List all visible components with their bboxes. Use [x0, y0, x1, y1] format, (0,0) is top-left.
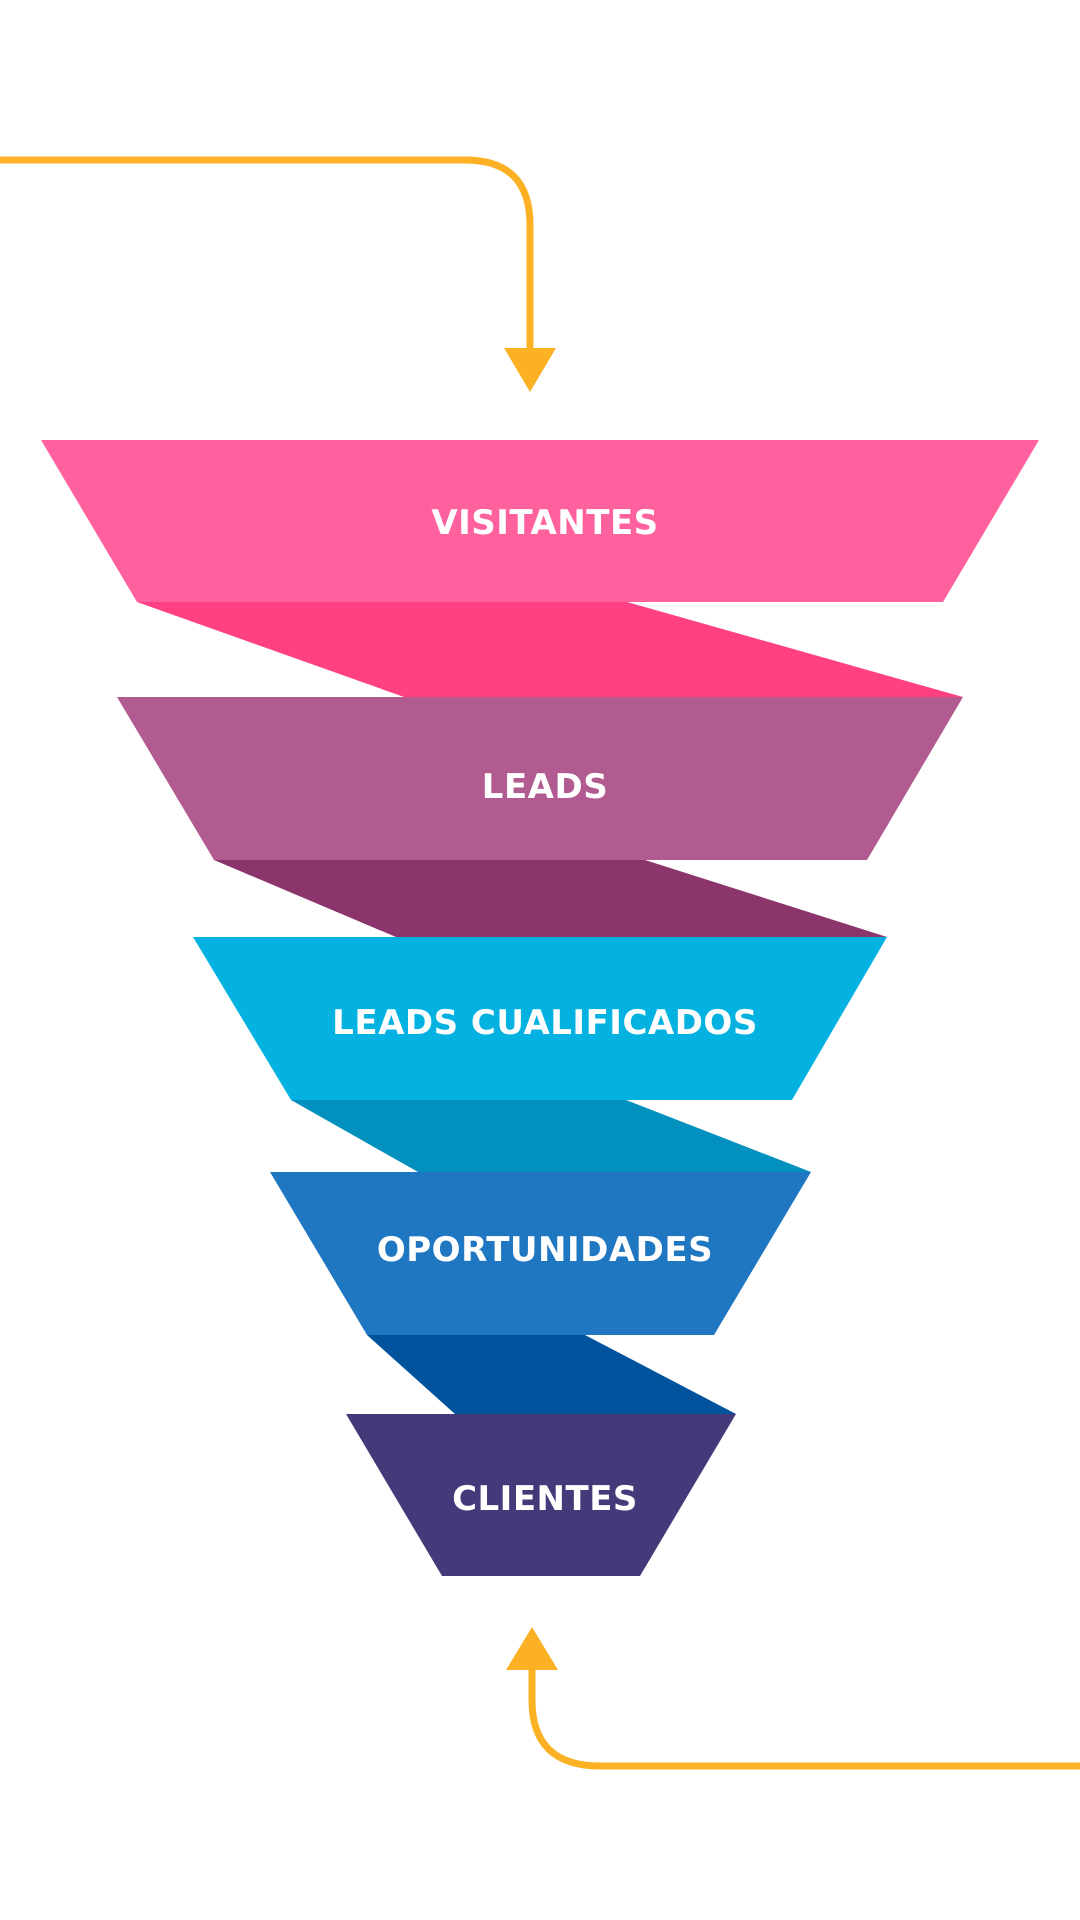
stage-oportunidades — [270, 1172, 811, 1335]
stage-label-leads-cualificados: LEADS CUALIFICADOS — [332, 1003, 758, 1043]
stage-leads — [117, 697, 963, 860]
connector-band-4 — [367, 1335, 736, 1414]
bottom-arrow-head-icon — [506, 1627, 558, 1670]
stage-label-leads: LEADS — [482, 767, 608, 807]
connector-band-2 — [214, 860, 887, 937]
connector-band-1 — [137, 602, 963, 697]
top-arrow-head-icon — [504, 348, 556, 392]
connector-band-3 — [291, 1100, 811, 1172]
stage-label-clientes: CLIENTES — [452, 1479, 638, 1519]
bottom-arrow-line — [528, 1662, 1080, 1770]
stage-label-visitantes: VISITANTES — [431, 503, 658, 543]
stage-label-oportunidades: OPORTUNIDADES — [377, 1230, 713, 1270]
stage-clientes — [346, 1414, 736, 1576]
stage-leads-cualificados — [193, 937, 887, 1100]
top-arrow-line — [0, 156, 534, 356]
stage-visitantes — [41, 440, 1039, 602]
